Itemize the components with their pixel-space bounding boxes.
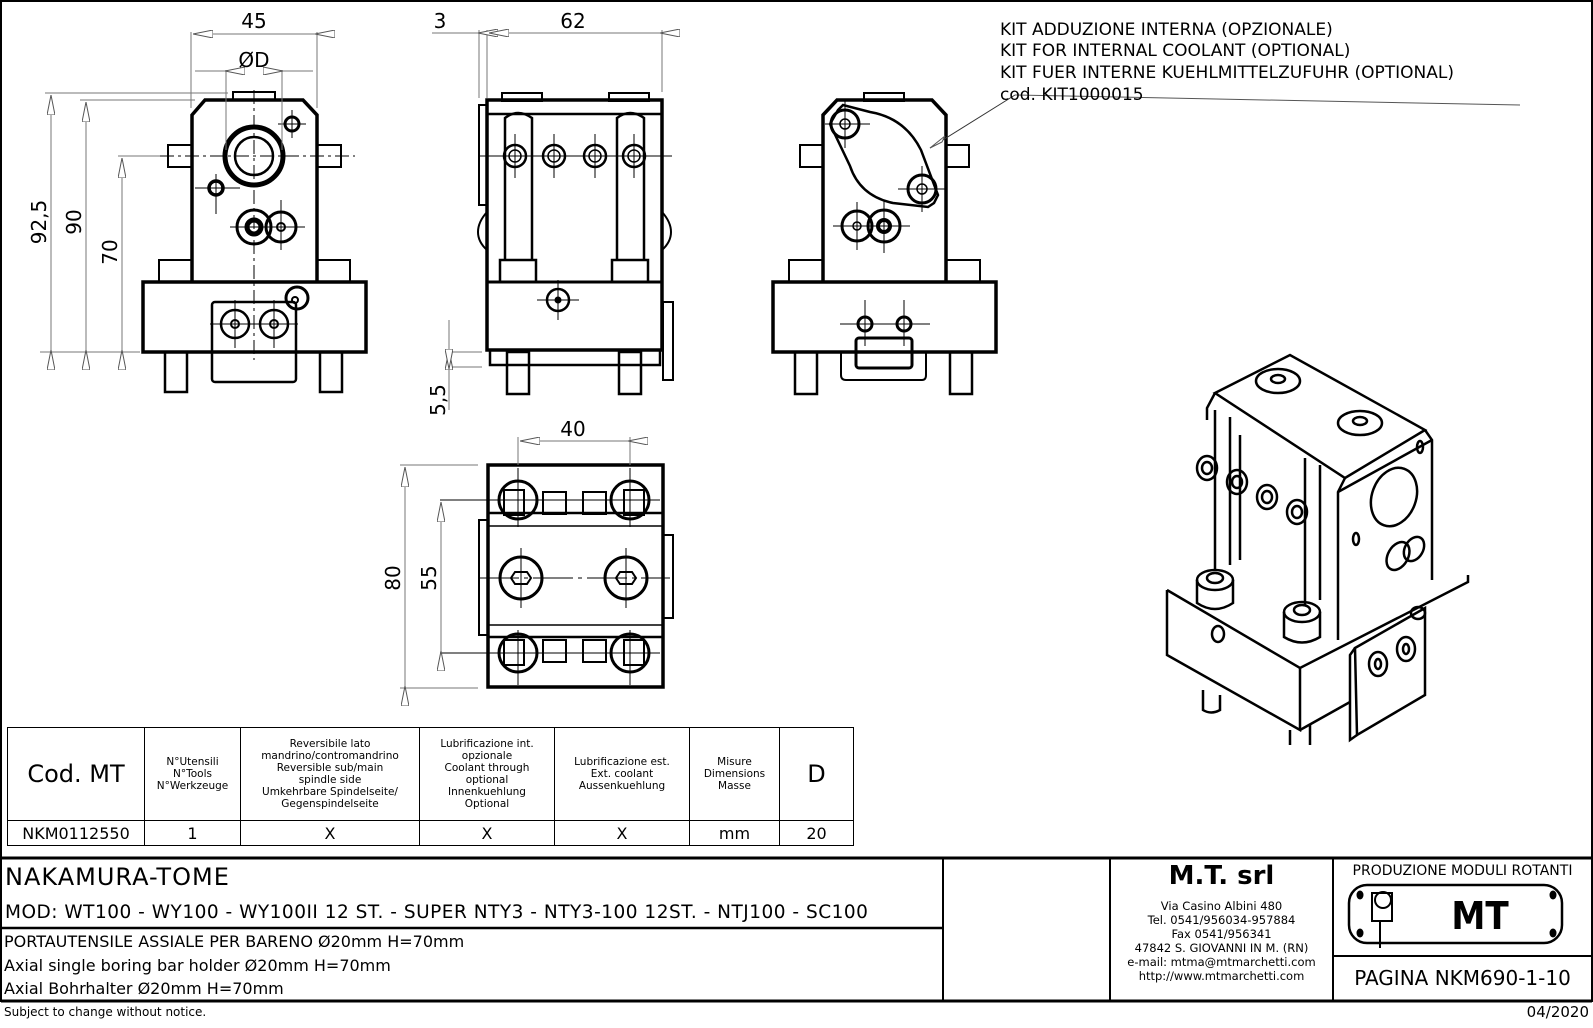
cell-code: NKM0112550 bbox=[7, 820, 145, 846]
description-en: Axial single boring bar holder Ø20mm H=7… bbox=[4, 956, 391, 975]
mt-logo bbox=[1347, 883, 1564, 948]
header-code: Cod. MT bbox=[7, 727, 145, 821]
dim-width-45: 45 bbox=[241, 9, 266, 33]
company-web: http://www.mtmarchetti.com bbox=[1138, 969, 1305, 983]
dim-hole-spacing-55: 55 bbox=[417, 565, 441, 590]
description-it: PORTAUTENSILE ASSIALE PER BARENO Ø20mm H… bbox=[4, 932, 465, 951]
header-dimensions-line: Dimensions bbox=[703, 768, 766, 780]
header-int-coolant-line: Coolant through bbox=[444, 762, 530, 774]
dim-height-90: 90 bbox=[62, 209, 86, 234]
company-address: Via Casino Albini 480 bbox=[1160, 899, 1283, 913]
header-reversible-line: spindle side bbox=[298, 774, 362, 786]
dim-depth-62: 62 bbox=[560, 9, 585, 33]
cell-tools: 1 bbox=[144, 820, 241, 846]
header-dimensions-line: Misure bbox=[717, 756, 752, 768]
dim-height-92-5: 92,5 bbox=[27, 200, 51, 245]
header-ext-coolant: Lubrificazione est. Ext. coolant Aussenk… bbox=[554, 727, 690, 821]
spec-table-header: Cod. MT N°Utensili N°Tools N°Werkzeuge R… bbox=[7, 727, 854, 821]
cell-d: 20 bbox=[779, 820, 854, 846]
dim-length-80: 80 bbox=[381, 565, 405, 590]
header-tools: N°Utensili N°Tools N°Werkzeuge bbox=[144, 727, 241, 821]
header-d-label: D bbox=[807, 760, 826, 788]
description-de: Axial Bohrhalter Ø20mm H=70mm bbox=[4, 979, 284, 998]
kit-note-line-1: KIT ADDUZIONE INTERNA (OPZIONALE) bbox=[1000, 20, 1333, 40]
header-dimensions-line: Masse bbox=[718, 780, 751, 792]
front-view bbox=[40, 32, 368, 394]
header-int-coolant-line: optional bbox=[465, 774, 509, 786]
header-int-coolant: Lubrificazione int. opzionale Coolant th… bbox=[419, 727, 555, 821]
header-reversible-line: mandrino/contromandrino bbox=[261, 750, 399, 762]
rear-view bbox=[771, 92, 1521, 396]
dim-offset-3: 3 bbox=[434, 9, 447, 33]
header-code-label: Cod. MT bbox=[27, 760, 125, 788]
cell-dimensions: mm bbox=[689, 820, 780, 846]
header-int-coolant-line: Optional bbox=[464, 798, 510, 810]
side-view bbox=[432, 30, 673, 410]
sheet-border bbox=[0, 0, 1593, 1002]
company-address-block: Via Casino Albini 480 Tel. 0541/956034-9… bbox=[1110, 899, 1333, 983]
company-city: 47842 S. GIOVANNI IN M. (RN) bbox=[1134, 941, 1309, 955]
header-reversible-line: Gegenspindelseite bbox=[281, 798, 379, 810]
revision-date: 04/2020 bbox=[1526, 1003, 1589, 1021]
header-reversible-line: Umkehrbare Spindelseite/ bbox=[262, 786, 398, 798]
header-ext-coolant-line: Ext. coolant bbox=[590, 768, 654, 780]
header-tools-line: N°Tools bbox=[173, 768, 212, 780]
header-reversible-line: Reversibile lato bbox=[289, 738, 371, 750]
kit-note-line-2: KIT FOR INTERNAL COOLANT (OPTIONAL) bbox=[1000, 41, 1350, 61]
top-view bbox=[400, 437, 674, 688]
division-label: PRODUZIONE MODULI ROTANTI bbox=[1352, 863, 1573, 879]
company-email: e-mail: mtma@mtmarchetti.com bbox=[1127, 955, 1316, 969]
header-int-coolant-line: opzionale bbox=[461, 750, 513, 762]
spec-table: Cod. MT N°Utensili N°Tools N°Werkzeuge R… bbox=[7, 727, 854, 846]
header-int-coolant-line: Lubrificazione int. bbox=[440, 738, 534, 750]
company-fax: Fax 0541/956341 bbox=[1171, 927, 1272, 941]
header-reversible-line: Reversible sub/main bbox=[276, 762, 384, 774]
header-d: D bbox=[779, 727, 854, 821]
kit-note-line-3: KIT FUER INTERNE KUEHLMITTELZUFUHR (OPTI… bbox=[1000, 63, 1454, 83]
cell-int-coolant: X bbox=[419, 820, 555, 846]
cell-ext-coolant: X bbox=[554, 820, 690, 846]
dim-clearance-5-5: 5,5 bbox=[426, 384, 450, 416]
compatible-models: MOD: WT100 - WY100 - WY100II 12 ST. - SU… bbox=[5, 902, 869, 923]
dim-hole-spacing-40: 40 bbox=[560, 417, 585, 441]
header-tools-line: N°Werkzeuge bbox=[156, 780, 229, 792]
dim-center-height-70: 70 bbox=[98, 239, 122, 264]
header-ext-coolant-line: Lubrificazione est. bbox=[574, 756, 670, 768]
company-tel: Tel. 0541/956034-957884 bbox=[1147, 913, 1296, 927]
table-row: NKM0112550 1 X X X mm 20 bbox=[7, 820, 854, 846]
machine-name: NAKAMURA-TOME bbox=[5, 863, 230, 891]
isometric-view bbox=[1165, 353, 1470, 745]
kit-code: cod. KIT1000015 bbox=[1000, 85, 1144, 105]
page-number: PAGINA NKM690-1-10 bbox=[1354, 966, 1571, 990]
dim-bore-diameter: ØD bbox=[238, 48, 269, 72]
cell-reversible: X bbox=[240, 820, 420, 846]
company-name: M.T. srl bbox=[1168, 861, 1275, 891]
logo-text: MT bbox=[1451, 894, 1509, 938]
change-notice: Subject to change without notice. bbox=[4, 1005, 207, 1019]
kit-note: KIT ADDUZIONE INTERNA (OPZIONALE) KIT FO… bbox=[1000, 20, 1454, 105]
header-int-coolant-line: Innenkuehlung bbox=[448, 786, 526, 798]
header-reversible: Reversibile lato mandrino/contromandrino… bbox=[240, 727, 420, 821]
header-dimensions: Misure Dimensions Masse bbox=[689, 727, 780, 821]
header-ext-coolant-line: Aussenkuehlung bbox=[578, 780, 666, 792]
header-tools-line: N°Utensili bbox=[166, 756, 219, 768]
title-block-frame bbox=[1, 856, 1592, 1003]
